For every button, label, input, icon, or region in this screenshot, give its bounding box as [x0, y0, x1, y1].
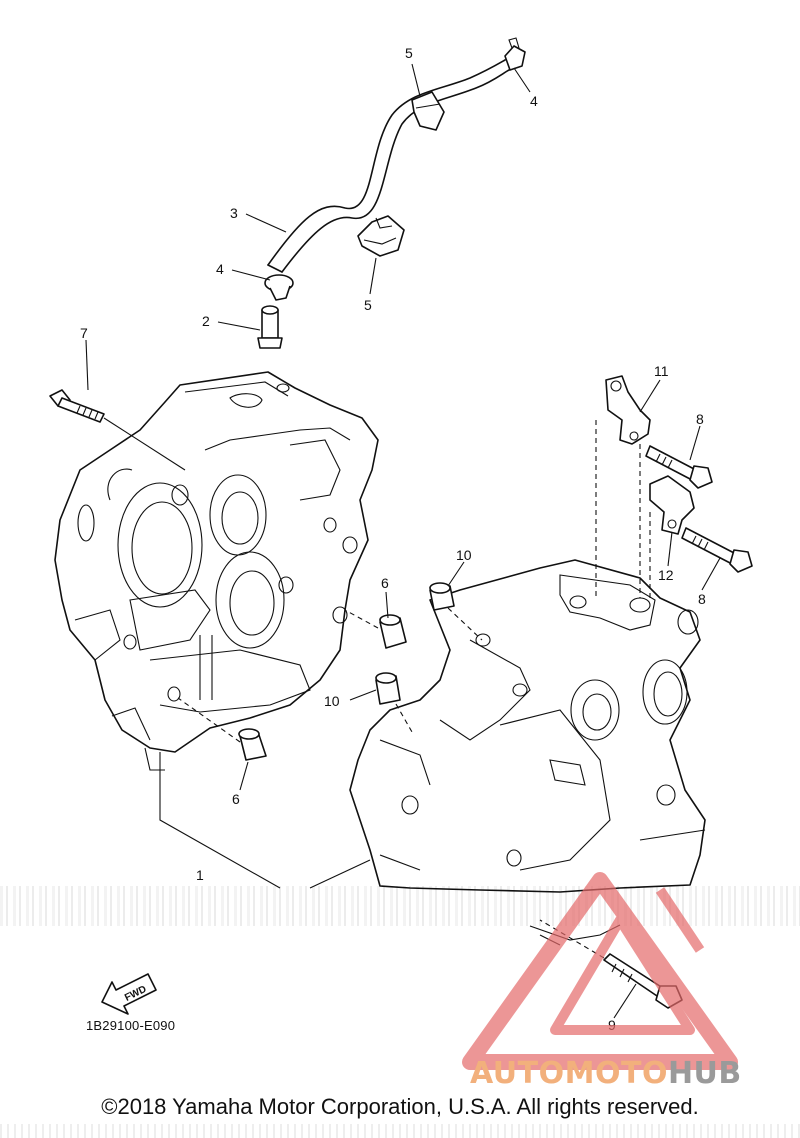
callout-10-upper: 10	[456, 547, 472, 563]
watermark-text: AUTOMOTOHUB	[470, 1056, 742, 1091]
dowel-pin-6-upper	[344, 609, 407, 649]
bolt-8-lower	[681, 527, 753, 573]
leader-9	[613, 983, 637, 1019]
leader-12	[667, 531, 673, 567]
leader-8-lower	[701, 557, 721, 591]
copyright-notice: ©2018 Yamaha Motor Corporation, U.S.A. A…	[101, 1094, 699, 1119]
callout-6-upper: 6	[381, 575, 389, 591]
leader-6-lower	[239, 761, 249, 791]
crankcase-left	[54, 371, 379, 771]
crankcase-right	[349, 559, 706, 893]
bracket-11	[595, 375, 651, 600]
watermark-text-primary: AUTOMOTO	[470, 1056, 668, 1091]
leader-1-left	[159, 752, 281, 889]
callout-6-lower: 6	[232, 791, 240, 807]
diagram-code: 1B29100-E090	[86, 1018, 176, 1033]
callout-8-upper: 8	[696, 411, 704, 427]
callout-4-top: 4	[530, 93, 538, 109]
leader-11	[639, 379, 661, 413]
leader-10-lower	[349, 689, 377, 701]
callout-3: 3	[230, 205, 238, 221]
leader-10-upper	[447, 561, 465, 587]
callout-5-top: 5	[405, 45, 413, 61]
hose-holder-top	[411, 91, 445, 131]
callout-2: 2	[202, 313, 210, 329]
bolt-7	[49, 389, 186, 471]
leader-4-top	[513, 67, 531, 93]
leader-3	[245, 213, 287, 233]
callout-7: 7	[80, 325, 88, 341]
callout-10-lower: 10	[324, 693, 340, 709]
dowel-pin-6-lower	[177, 697, 267, 761]
leader-5-floating	[369, 257, 377, 295]
breather-hose	[267, 59, 510, 273]
leader-1-right	[309, 859, 371, 889]
bolt-8-upper	[645, 445, 713, 489]
fwd-arrow-icon: FWD	[101, 973, 157, 1015]
leader-5-top	[411, 63, 421, 97]
hose-clip-lower	[264, 274, 294, 301]
leader-8-upper	[689, 425, 701, 461]
watermark-triangle-logo	[462, 872, 738, 1070]
scan-noise-band-bottom	[0, 1124, 800, 1138]
dowel-pin-10-lower	[375, 672, 413, 733]
callout-12: 12	[658, 567, 674, 583]
dowel-pin-10-upper	[429, 582, 483, 641]
watermark-text-secondary: HUB	[667, 1056, 742, 1091]
callout-11: 11	[654, 363, 669, 379]
hose-holder-floating	[357, 215, 405, 257]
leader-2	[217, 321, 261, 331]
callout-4-lower: 4	[216, 261, 224, 277]
callout-8-lower: 8	[698, 591, 706, 607]
hose-clip-top	[504, 37, 526, 71]
bracket-12	[649, 475, 695, 600]
callout-5-floating: 5	[364, 297, 372, 313]
leader-6-upper	[385, 591, 389, 619]
leader-4-lower	[231, 269, 271, 281]
breather-pipe	[257, 305, 283, 349]
leader-7	[85, 339, 89, 391]
callout-1: 1	[196, 867, 204, 883]
